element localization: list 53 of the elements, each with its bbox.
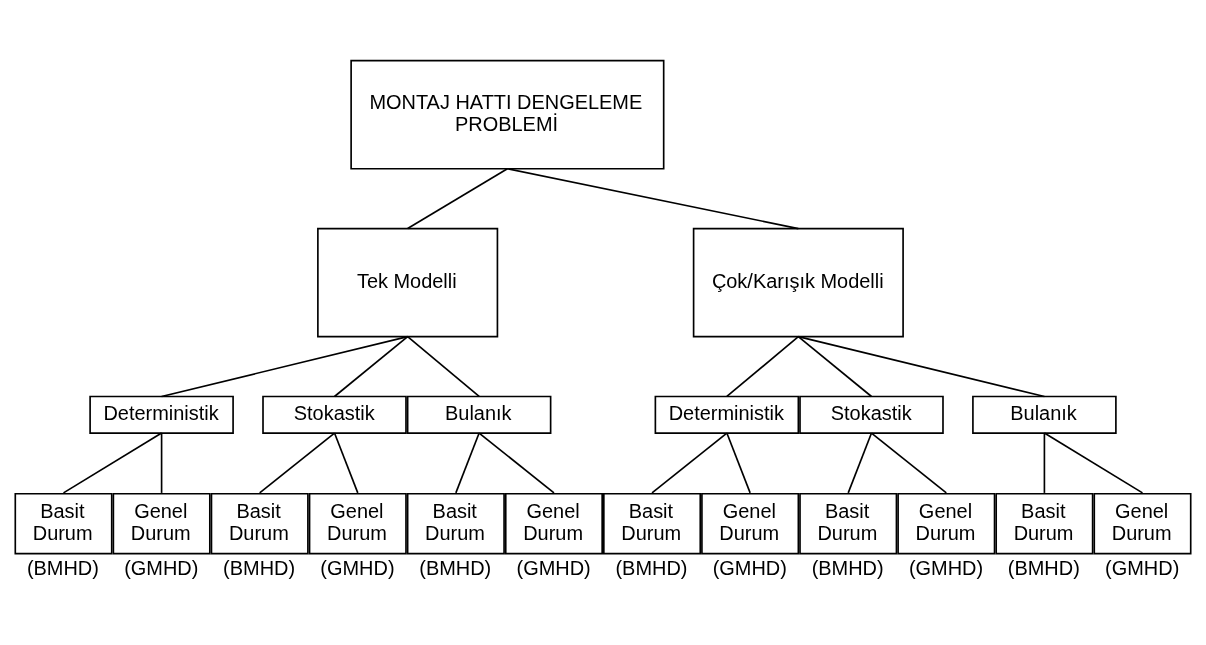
connector	[258, 432, 336, 494]
node-box: Genel Durum	[1093, 492, 1192, 555]
node-box: Tek Modelli	[317, 227, 499, 338]
node-box: Basit Durum	[799, 492, 898, 555]
node-box: Basit Durum	[406, 492, 505, 555]
connector	[797, 335, 1046, 398]
node-box: Basit Durum	[995, 492, 1094, 555]
connector	[455, 432, 480, 494]
connector	[406, 167, 509, 230]
node-box: Basit Durum	[14, 492, 113, 555]
node-box: Genel Durum	[701, 492, 800, 555]
node-label: (GMHD)	[124, 556, 199, 579]
connector	[726, 335, 800, 398]
connector	[406, 335, 480, 398]
node-label: (GMHD)	[712, 556, 787, 579]
node-box: Stokastik	[262, 395, 407, 434]
connector	[651, 432, 728, 494]
connector	[797, 335, 873, 398]
connector	[1043, 432, 1046, 494]
node-box: MONTAJ HATTI DENGELEME PROBLEMİ	[350, 59, 665, 170]
node-label: (BMHD)	[26, 556, 99, 579]
node-box: Deterministik	[89, 395, 234, 434]
node-label: (BMHD)	[223, 556, 296, 579]
connector	[62, 432, 163, 494]
node-box: Genel Durum	[112, 492, 211, 555]
node-label: (BMHD)	[615, 556, 688, 579]
connector	[870, 432, 948, 494]
node-label: (GMHD)	[320, 556, 395, 579]
connector	[160, 335, 409, 398]
connector	[726, 432, 751, 494]
node-label: (BMHD)	[811, 556, 884, 579]
node-box: Çok/Karışık Modelli	[692, 227, 904, 338]
connector	[847, 432, 873, 494]
connector	[478, 432, 555, 494]
node-box: Genel Durum	[897, 492, 996, 555]
connector	[1043, 432, 1144, 494]
connector	[333, 335, 409, 398]
node-box: Genel Durum	[308, 492, 407, 555]
node-box: Basit Durum	[603, 492, 702, 555]
node-label: (BMHD)	[1007, 556, 1080, 579]
node-box: Genel Durum	[504, 492, 603, 555]
node-box: Bulanık	[972, 395, 1117, 434]
node-label: (GMHD)	[908, 556, 984, 579]
connector	[160, 432, 163, 494]
node-label: (GMHD)	[516, 556, 591, 579]
connector	[333, 432, 359, 494]
node-label: (GMHD)	[1105, 556, 1180, 579]
node-box: Basit Durum	[210, 492, 309, 555]
connector	[506, 167, 800, 230]
node-box: Deterministik	[654, 395, 800, 434]
node-label: (BMHD)	[419, 556, 492, 579]
node-box: Stokastik	[799, 395, 944, 434]
node-box: Bulanık	[406, 395, 552, 434]
